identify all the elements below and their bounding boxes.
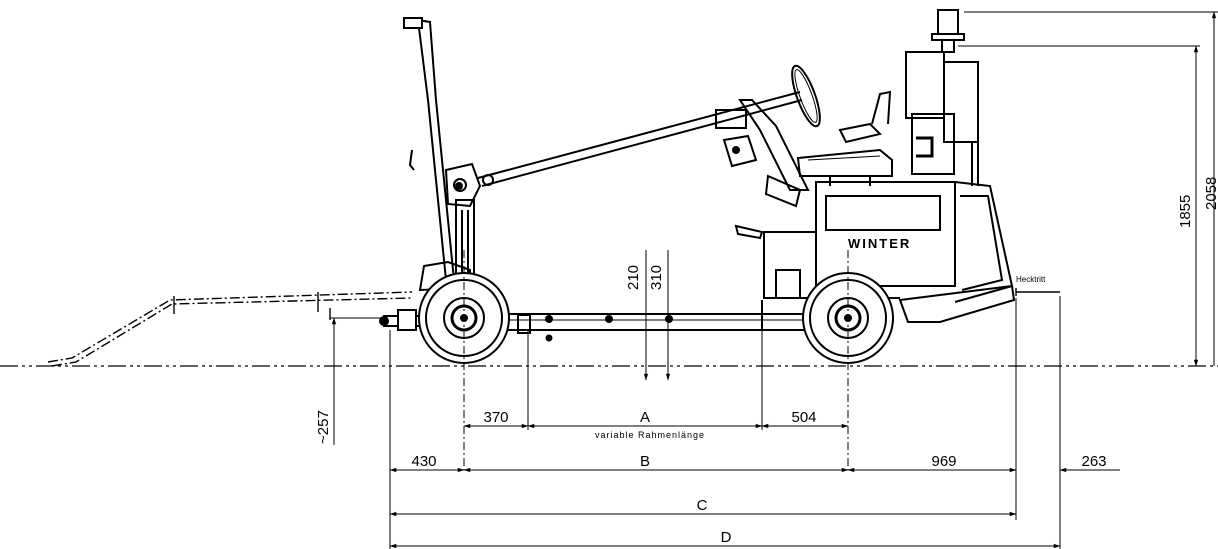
dim-2058: 2058 — [1203, 177, 1218, 210]
heck-label: Hecktritt — [1016, 275, 1046, 284]
rear-step — [1015, 288, 1060, 296]
dim-A: A — [640, 409, 650, 426]
dim-310: 310 — [648, 265, 665, 290]
rear-body: WINTER — [734, 181, 1016, 323]
steering-wheel — [722, 64, 821, 208]
dim-430: 430 — [411, 453, 436, 470]
dim-210: 210 — [625, 265, 642, 290]
dim-C: C — [697, 497, 708, 514]
dim-A-subtitle: variable Rahmenlänge — [595, 430, 705, 440]
dimension-labels: ~257 210 310 1855 2058 370 A variable Ra… — [315, 177, 1218, 546]
seat — [796, 90, 893, 186]
dim-257: ~257 — [315, 410, 332, 444]
dim-1855: 1855 — [1177, 195, 1194, 228]
cab — [905, 9, 979, 186]
dim-D: D — [721, 529, 732, 546]
machine: WINTER — [47, 9, 1060, 367]
long-arm — [477, 91, 803, 187]
front-upright — [403, 17, 482, 311]
tow-coupling — [379, 309, 421, 331]
dim-263: 263 — [1081, 453, 1106, 470]
brand-label: WINTER — [848, 236, 911, 251]
dim-504: 504 — [791, 409, 816, 426]
dim-B: B — [640, 453, 650, 470]
dim-370: 370 — [483, 409, 508, 426]
dimension-lines — [330, 11, 1218, 549]
tow-bar — [47, 291, 413, 367]
dim-969: 969 — [931, 453, 956, 470]
